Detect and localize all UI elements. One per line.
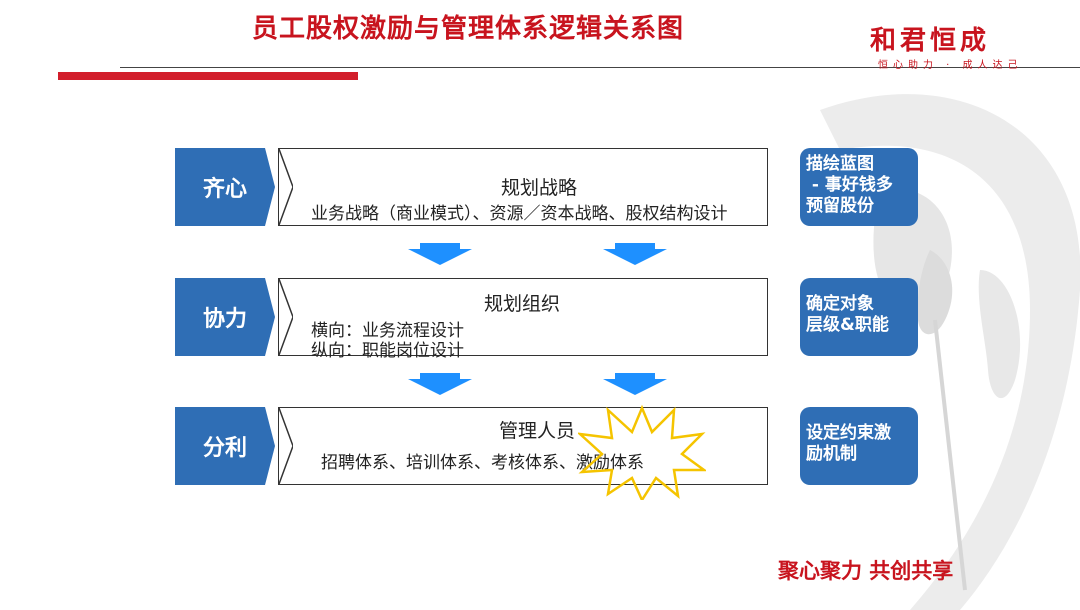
- row-2-outcome-box: 确定对象 层级&职能: [800, 278, 918, 356]
- down-arrow-icon: [408, 373, 472, 395]
- row-3-outcome-line-1: 设定约束激: [806, 423, 891, 443]
- brand-logo: 和君恒成 恒心助力 · 成人达己: [870, 20, 1070, 76]
- row-3-outcome-line-2: 励机制: [806, 444, 857, 464]
- row-2-line-1: 横向：业务流程设计: [311, 321, 464, 341]
- row-2-line-2: 纵向：职能岗位设计: [311, 341, 464, 361]
- row-1-outcome-line-2: - 事好钱多: [806, 175, 893, 195]
- row-1-title: 规划战略: [501, 177, 578, 199]
- header-accent-bar: [58, 72, 358, 80]
- notch-decoration: [279, 279, 293, 355]
- row-1-outcome-line-1: 描绘蓝图: [806, 154, 874, 174]
- row-1-content-box: 规划战略 业务战略（商业模式）、资源／资本战略、股权结构设计: [278, 148, 768, 226]
- row-3-line-1: 招聘体系、培训体系、考核体系、激励体系: [321, 453, 644, 473]
- row-3-label: 分利: [202, 436, 247, 461]
- down-arrow-icon: [408, 243, 472, 265]
- notch-decoration: [279, 149, 293, 225]
- row-2-outcome-line-2: 层级&职能: [806, 315, 889, 335]
- down-arrow-icon: [603, 373, 667, 395]
- row-2-outcome-line-1: 确定对象: [806, 294, 874, 314]
- row-3-outcome-box: 设定约束激 励机制: [800, 407, 918, 485]
- row-2-title: 规划组织: [484, 293, 561, 315]
- logo-wordmark: 和君恒成: [870, 26, 991, 56]
- header-divider: [120, 67, 1080, 68]
- row-2-label-box: 协力: [175, 278, 275, 356]
- row-1-label-box: 齐心: [175, 148, 275, 226]
- notch-decoration: [279, 408, 293, 484]
- row-3-content-box: 管理人员 招聘体系、培训体系、考核体系、激励体系: [278, 407, 768, 485]
- footer-slogan: 聚心聚力 共创共享: [778, 559, 954, 583]
- row-2-label: 协力: [202, 307, 247, 332]
- row-2-content-box: 规划组织 横向：业务流程设计 纵向：职能岗位设计: [278, 278, 768, 361]
- page-title: 员工股权激励与管理体系逻辑关系图: [252, 14, 685, 44]
- row-3-title: 管理人员: [499, 420, 576, 442]
- row-1-outcome-box: 描绘蓝图 - 事好钱多 预留股份: [800, 148, 918, 226]
- row-1-line-1: 业务战略（商业模式）、资源／资本战略、股权结构设计: [311, 204, 728, 224]
- starburst-icon: [578, 404, 706, 500]
- row-1-label: 齐心: [202, 177, 247, 202]
- logo-tagline: 恒心助力 · 成人达己: [878, 60, 1023, 71]
- row-3-label-box: 分利: [175, 407, 275, 485]
- down-arrow-icon: [603, 243, 667, 265]
- row-1-outcome-line-3: 预留股份: [806, 196, 874, 216]
